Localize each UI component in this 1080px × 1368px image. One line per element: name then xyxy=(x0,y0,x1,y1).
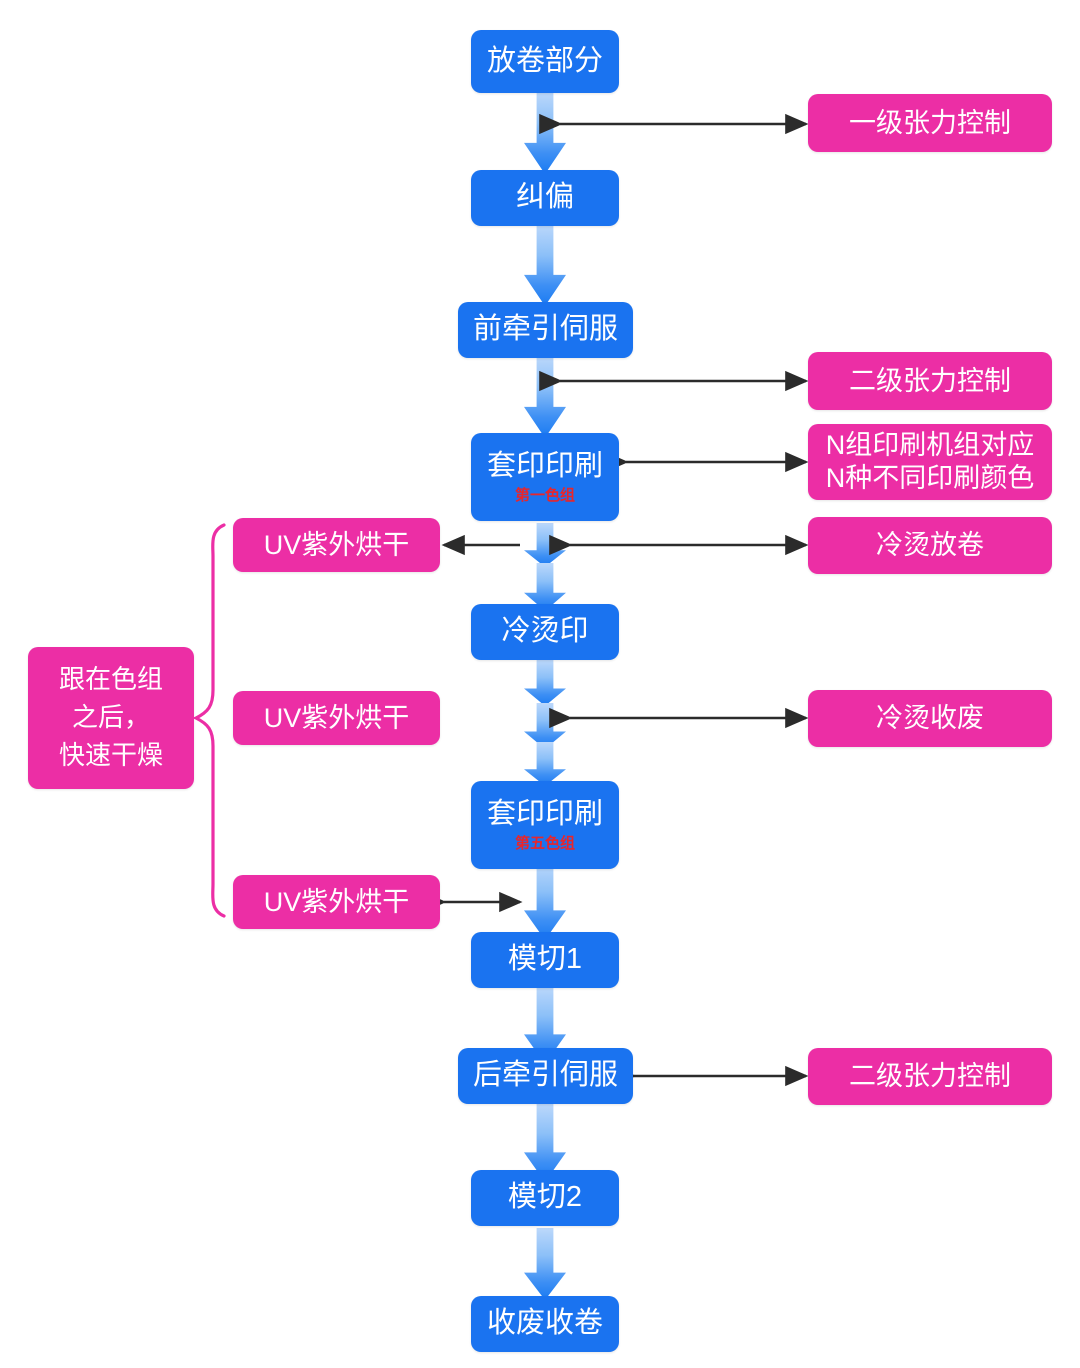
annotation-tension-level-1-label: 一级张力控制 xyxy=(849,107,1011,138)
annotation-uv-dryer-3-label: UV紫外烘干 xyxy=(263,886,410,917)
annotation-foil-unwind[interactable]: 冷烫放卷 xyxy=(808,517,1052,574)
node-rear-servo-label: 后牵引伺服 xyxy=(472,1059,618,1092)
annotation-uv-dryer-1-label: UV紫外烘干 xyxy=(263,529,410,560)
flow-arrow-print5-to-diecut1 xyxy=(524,862,566,940)
node-print-first-color-sublabel: 第一色组 xyxy=(514,487,575,505)
annotation-brace-note[interactable]: 跟在色组 之后， 快速干燥 xyxy=(28,647,194,789)
node-print-fifth-color-label: 套印印刷 xyxy=(486,797,603,830)
node-diecut-2-label: 模切2 xyxy=(507,1181,583,1214)
node-print-first-color-label: 套印印刷 xyxy=(486,449,603,482)
annotation-tension-level-1[interactable]: 一级张力控制 xyxy=(808,94,1052,152)
annotation-tension-level-2-bottom[interactable]: 二级张力控制 xyxy=(808,1048,1052,1105)
annotation-tension-level-2-bottom-label: 二级张力控制 xyxy=(849,1061,1011,1092)
flow-arrow-print1-to-coldfoil-a xyxy=(524,523,566,567)
node-unwind[interactable]: 放卷部分 xyxy=(471,30,619,93)
node-rewind-waste-label: 收废收卷 xyxy=(486,1307,603,1340)
node-cold-foil[interactable]: 冷烫印 xyxy=(471,604,619,660)
node-cold-foil-label: 冷烫印 xyxy=(501,615,589,648)
node-diecut-1-label: 模切1 xyxy=(507,943,583,976)
annotation-brace-note-label: 跟在色组 之后， 快速干燥 xyxy=(58,664,163,770)
node-diecut-1[interactable]: 模切1 xyxy=(471,932,619,988)
node-front-servo[interactable]: 前牵引伺服 xyxy=(458,302,633,358)
annotation-foil-waste-collect[interactable]: 冷烫收废 xyxy=(808,690,1052,747)
annotation-n-print-units-label: N组印刷机组对应 N种不同印刷颜色 xyxy=(825,430,1035,493)
flow-arrow-diecut2-to-rewind xyxy=(524,1228,566,1300)
node-rear-servo[interactable]: 后牵引伺服 xyxy=(458,1048,633,1104)
node-print-fifth-color[interactable]: 套印印刷 第五色组 xyxy=(471,781,619,869)
uv-group-brace xyxy=(192,523,226,918)
node-front-servo-label: 前牵引伺服 xyxy=(472,313,618,346)
flow-arrow-coldfoil-to-print5-a xyxy=(524,660,566,706)
node-correction-label: 纠偏 xyxy=(515,181,574,214)
annotation-foil-unwind-label: 冷烫放卷 xyxy=(876,530,984,561)
flow-arrow-unwind-to-correction xyxy=(524,92,566,174)
annotation-foil-waste-collect-label: 冷烫收废 xyxy=(876,703,984,734)
node-print-fifth-color-sublabel: 第五色组 xyxy=(514,835,575,853)
node-diecut-2[interactable]: 模切2 xyxy=(471,1170,619,1226)
annotation-tension-level-2-top-label: 二级张力控制 xyxy=(849,365,1011,396)
annotation-uv-dryer-3[interactable]: UV紫外烘干 xyxy=(233,875,440,929)
node-correction[interactable]: 纠偏 xyxy=(471,170,619,226)
node-rewind-waste[interactable]: 收废收卷 xyxy=(471,1296,619,1352)
node-unwind-label: 放卷部分 xyxy=(486,44,603,77)
annotation-uv-dryer-2[interactable]: UV紫外烘干 xyxy=(233,691,440,745)
flow-arrow-servo-to-print1 xyxy=(524,356,566,438)
node-print-first-color[interactable]: 套印印刷 第一色组 xyxy=(471,433,619,521)
flow-arrow-correction-to-servo xyxy=(524,224,566,306)
annotation-uv-dryer-1[interactable]: UV紫外烘干 xyxy=(233,518,440,572)
annotation-n-print-units[interactable]: N组印刷机组对应 N种不同印刷颜色 xyxy=(808,424,1052,500)
annotation-tension-level-2-top[interactable]: 二级张力控制 xyxy=(808,352,1052,410)
flow-arrow-coldfoil-to-print5-c xyxy=(524,742,566,786)
annotation-uv-dryer-2-label: UV紫外烘干 xyxy=(263,702,410,733)
